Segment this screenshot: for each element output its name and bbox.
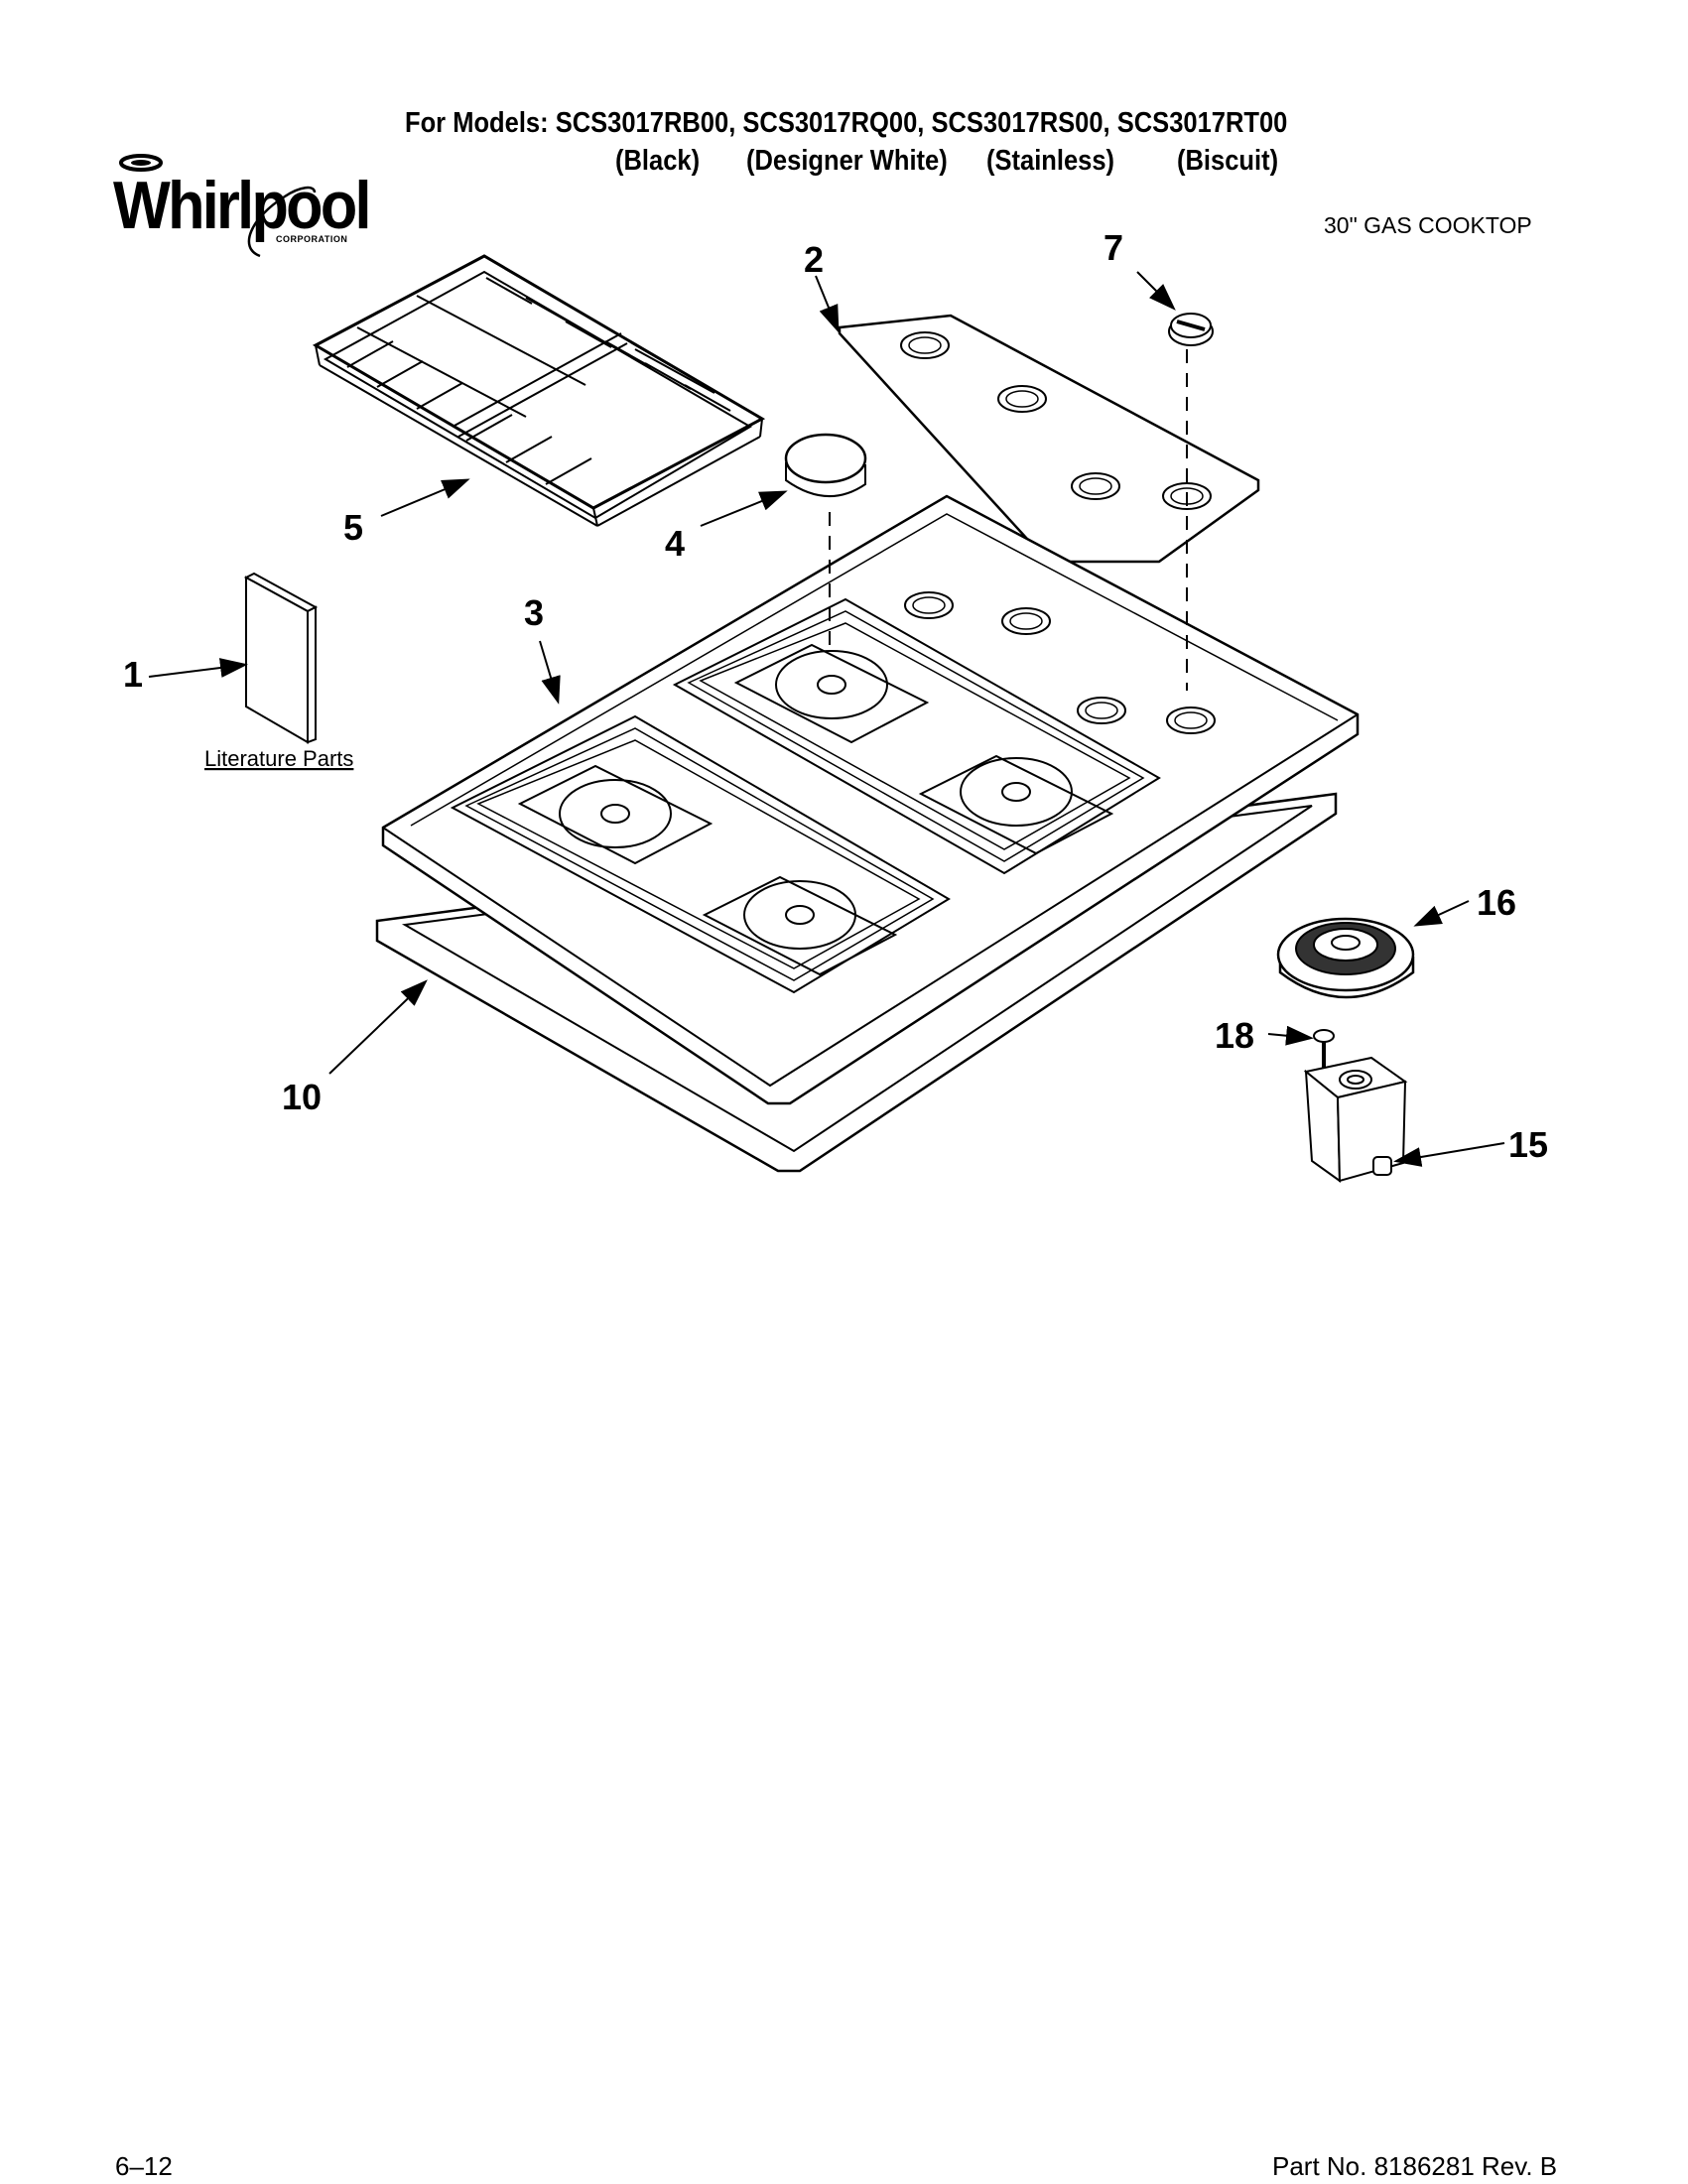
color-stainless: (Stainless) bbox=[986, 145, 1115, 177]
burner-cap bbox=[784, 433, 867, 497]
product-title: 30" GAS COOKTOP bbox=[1324, 212, 1532, 238]
logo-corporation: CORPORATION bbox=[276, 234, 348, 244]
models-line: For Models: SCS3017RB00, SCS3017RQ00, SC… bbox=[405, 107, 1288, 139]
burner-base bbox=[1276, 917, 1415, 999]
callout-2: 2 bbox=[804, 239, 824, 280]
leader-arrows bbox=[148, 271, 1505, 1167]
logo-swirl-icon bbox=[119, 154, 317, 258]
alignment-lines bbox=[829, 349, 1188, 691]
burner-seat-left-rear bbox=[517, 764, 714, 865]
whirlpool-logo: Whirlpool CORPORATION bbox=[111, 149, 379, 268]
burner-seat-right-rear bbox=[733, 643, 930, 744]
callout-3: 3 bbox=[524, 592, 544, 633]
color-black: (Black) bbox=[615, 145, 701, 177]
footer-date: 6–12 bbox=[115, 2151, 173, 2181]
mounting-screw bbox=[1313, 1029, 1335, 1070]
callout-15: 15 bbox=[1508, 1124, 1548, 1165]
burner-seat-right-front bbox=[918, 754, 1114, 855]
control-panel-overlay bbox=[838, 314, 1260, 564]
callout-18: 18 bbox=[1215, 1015, 1254, 1056]
callout-16: 16 bbox=[1477, 882, 1516, 923]
callout-1: 1 bbox=[123, 654, 143, 695]
footer-part-number: Part No. 8186281 Rev. B bbox=[1272, 2151, 1558, 2181]
color-biscuit: (Biscuit) bbox=[1177, 145, 1279, 177]
callout-7: 7 bbox=[1104, 227, 1123, 268]
literature-parts-booklet bbox=[243, 572, 319, 744]
control-knob bbox=[1168, 313, 1214, 346]
burner-seat-left-front bbox=[702, 875, 898, 976]
exploded-parts-diagram: 1 2 3 4 5 7 10 15 16 18 Literature Parts bbox=[123, 227, 1548, 1183]
burner-valve-bracket bbox=[1303, 1056, 1408, 1183]
color-designer-white: (Designer White) bbox=[746, 145, 948, 177]
literature-parts-label: Literature Parts bbox=[204, 746, 353, 771]
burner-grate bbox=[312, 254, 766, 527]
callout-10: 10 bbox=[282, 1077, 322, 1117]
logo-wordmark: Whirlpool bbox=[113, 168, 372, 243]
callout-5: 5 bbox=[343, 507, 363, 548]
callout-4: 4 bbox=[665, 523, 685, 564]
cooktop-main bbox=[381, 494, 1360, 1105]
